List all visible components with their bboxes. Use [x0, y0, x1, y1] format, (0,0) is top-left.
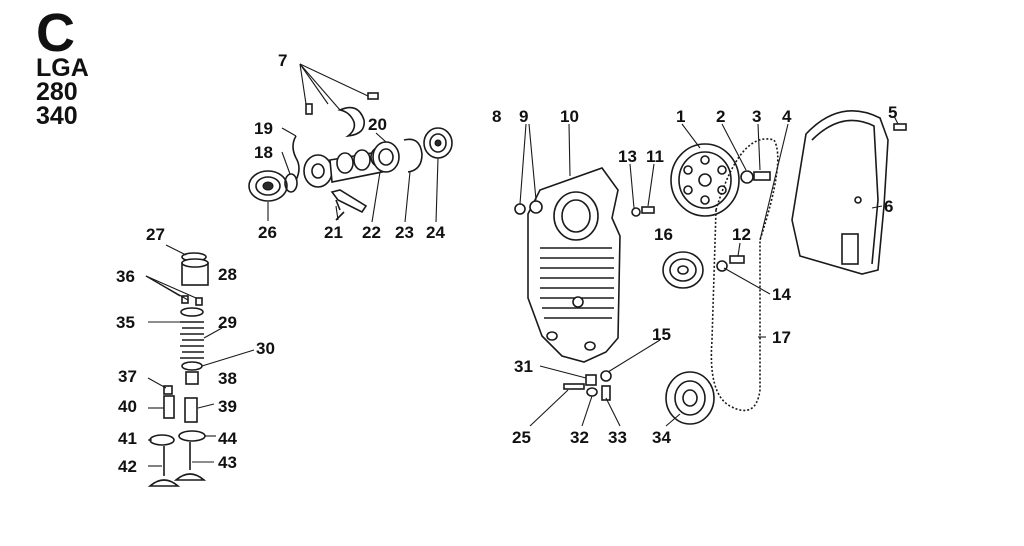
callout-43: 43	[218, 453, 237, 472]
callout-21: 21	[324, 223, 343, 242]
callout-19: 19	[254, 119, 273, 138]
pin-a	[305, 103, 313, 115]
bolt-3	[753, 171, 771, 181]
washer-32	[586, 387, 598, 397]
callout-20: 20	[368, 115, 387, 134]
valve-collets	[181, 295, 203, 306]
valve-seal-small	[163, 385, 173, 395]
intake-valve	[147, 446, 181, 487]
callout-28: 28	[218, 265, 237, 284]
bolt-13	[631, 207, 641, 217]
callout-5: 5	[888, 103, 897, 122]
callout-1: 1	[676, 107, 685, 126]
callout-36: 36	[116, 267, 135, 286]
o-ring	[284, 173, 298, 193]
callout-29: 29	[218, 313, 237, 332]
valve-spring	[180, 321, 204, 359]
valve-guide-right	[184, 397, 198, 423]
callout-42: 42	[118, 457, 137, 476]
model-variant-b: 340	[36, 102, 78, 130]
camshaft-bearing-right	[423, 127, 453, 159]
valve-seal	[185, 371, 199, 385]
leader-lines-timing	[519, 115, 899, 427]
camshaft-bearing-left	[248, 170, 288, 202]
leader-lines-valve	[145, 244, 255, 467]
callout-14: 14	[772, 285, 791, 304]
leader-lines-camshaft	[267, 63, 439, 223]
camshaft-group	[248, 92, 453, 221]
callout-11: 11	[646, 147, 664, 166]
crankshaft-pulley	[665, 371, 715, 425]
bolt-5	[893, 123, 907, 131]
callout-24: 24	[426, 223, 445, 242]
valve-seat-right	[178, 430, 206, 442]
callout-32: 32	[570, 428, 589, 447]
spring-seat	[181, 361, 203, 371]
retaining-clip	[292, 135, 300, 181]
valve-group	[147, 252, 209, 487]
stud-25	[563, 383, 585, 390]
model-variant-a: 280	[36, 78, 78, 106]
tappet-bucket	[181, 258, 209, 286]
callout-26: 26	[258, 223, 277, 242]
valve-guide-left	[163, 395, 175, 419]
stud-31	[585, 374, 597, 386]
callout-7: 7	[278, 51, 287, 70]
callout-31: 31	[514, 357, 533, 376]
callout-37: 37	[118, 367, 137, 386]
callout-30: 30	[256, 339, 275, 358]
thrust-plate	[337, 106, 365, 138]
section-title-block: C LGA 280 340	[36, 3, 106, 130]
nut-8	[514, 203, 526, 215]
bolt-12	[729, 255, 745, 264]
callout-25: 25	[512, 428, 531, 447]
pin-b	[367, 92, 379, 100]
callout-33: 33	[608, 428, 627, 447]
front-timing-cover	[791, 110, 889, 275]
callout-10: 10	[560, 107, 579, 126]
callout-39: 39	[218, 397, 237, 416]
section-letter: C	[36, 3, 75, 63]
exhaust-valve	[173, 442, 207, 481]
snap-ring	[403, 138, 423, 173]
callout-44: 44	[218, 429, 237, 448]
washer-15	[600, 370, 612, 382]
callout-labels: 7 19 20 18 26 21 22 23 24 27 28 36 35 29…	[116, 51, 897, 476]
bolt-11	[641, 206, 655, 214]
callout-23: 23	[395, 223, 414, 242]
tappet	[330, 189, 368, 214]
callout-38: 38	[218, 369, 237, 388]
callout-13: 13	[618, 147, 637, 166]
callout-4: 4	[782, 107, 792, 126]
callout-3: 3	[752, 107, 761, 126]
camshaft-pulley	[670, 143, 740, 217]
belt-tensioner	[662, 251, 704, 289]
callout-40: 40	[118, 397, 137, 416]
washer-9	[529, 200, 543, 214]
spring-retainer	[180, 307, 204, 317]
timing-belt	[710, 138, 779, 412]
bolt-33	[601, 385, 611, 401]
callout-12: 12	[732, 225, 751, 244]
callout-22: 22	[362, 223, 381, 242]
washer-14	[716, 260, 728, 272]
camshaft-bearing-middle	[372, 141, 400, 173]
callout-35: 35	[116, 313, 135, 332]
callout-17: 17	[772, 328, 791, 347]
callout-27: 27	[146, 225, 165, 244]
callout-9: 9	[519, 107, 528, 126]
rear-timing-cover	[527, 167, 621, 363]
callout-18: 18	[254, 143, 273, 162]
callout-2: 2	[716, 107, 725, 126]
callout-15: 15	[652, 325, 671, 344]
model-code: LGA	[36, 54, 89, 82]
callout-16: 16	[654, 225, 673, 244]
callout-8: 8	[492, 107, 501, 126]
valve-seat-left	[149, 434, 175, 446]
callout-6: 6	[884, 197, 893, 216]
washer-2	[740, 170, 754, 184]
callout-34: 34	[652, 428, 671, 447]
callout-41: 41	[118, 429, 137, 448]
